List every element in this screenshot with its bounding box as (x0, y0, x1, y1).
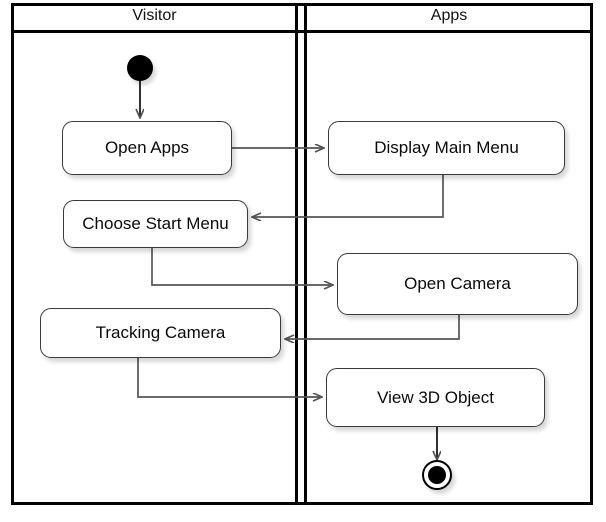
activity-label: Choose Start Menu (82, 214, 229, 233)
activity-node-open-camera[interactable]: Open Camera (337, 253, 578, 315)
initial-node[interactable] (127, 55, 153, 81)
activity-label: Open Camera (404, 274, 511, 293)
activity-label: View 3D Object (377, 387, 494, 407)
lane-title-visitor: Visitor (132, 7, 177, 24)
activity-label: Open Apps (104, 138, 190, 157)
activity-label: Display Main Menu (374, 138, 519, 157)
diagram-frame (11, 3, 593, 505)
activity-node-tracking-camera[interactable]: Tracking Camera (40, 308, 281, 358)
lane-divider-left (295, 3, 298, 505)
lane-divider-right (304, 3, 307, 505)
activity-node-open-apps[interactable]: Open Apps (62, 121, 232, 175)
activity-node-display-main-menu[interactable]: Display Main Menu (328, 121, 565, 175)
activity-label: Tracking Camera (95, 323, 226, 342)
activity-node-choose-start-menu[interactable]: Choose Start Menu (63, 200, 248, 248)
activity-node-view-3d-object[interactable]: View 3D Object (326, 368, 545, 427)
lane-title-apps: Apps (430, 7, 468, 24)
final-node[interactable] (422, 460, 452, 490)
lane-header-divider (11, 30, 593, 33)
